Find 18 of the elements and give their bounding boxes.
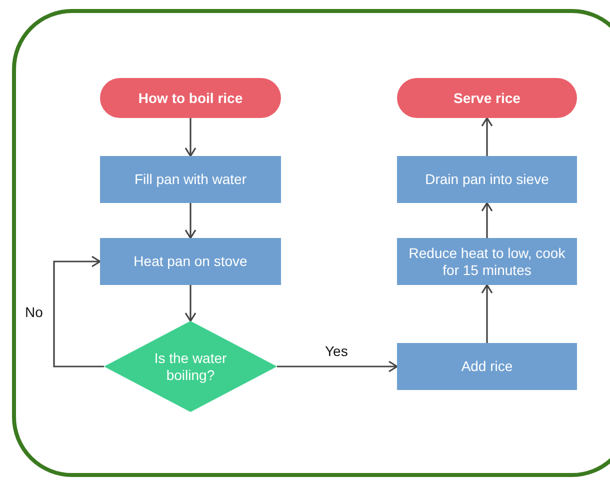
process-box: Add rice (397, 343, 577, 390)
arrow (481, 284, 493, 343)
arrow (53, 256, 104, 368)
decision-label: Is the water boiling? (153, 350, 228, 384)
arrow (277, 360, 398, 372)
terminal-pill: How to boil rice (100, 78, 281, 118)
process-box: Fill pan with water (100, 156, 281, 203)
process-box: Drain pan into sieve (397, 156, 577, 203)
terminal-pill: Serve rice (397, 78, 577, 118)
arrow (184, 203, 196, 239)
arrow (184, 118, 196, 157)
edge-label: Yes (325, 342, 348, 358)
process-box: Reduce heat to low, cook for 15 minutes (397, 238, 577, 285)
process-box: Heat pan on stove (100, 238, 281, 285)
arrow (481, 202, 493, 238)
edge-label: No (25, 304, 43, 320)
arrow (184, 285, 196, 322)
arrow (481, 117, 493, 156)
